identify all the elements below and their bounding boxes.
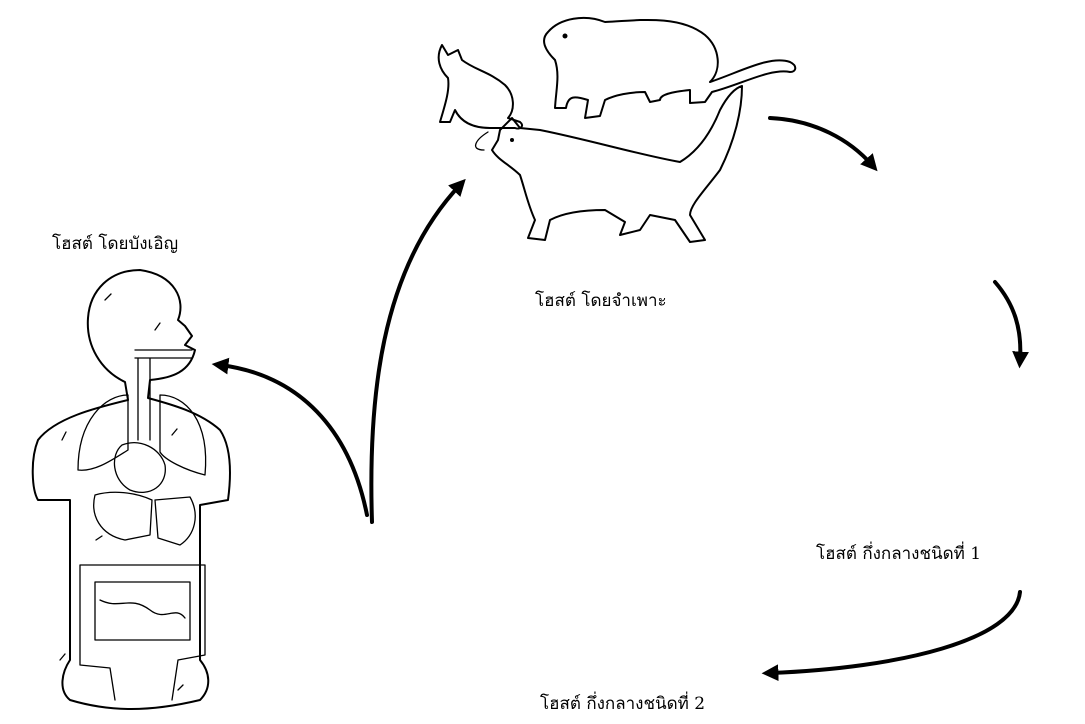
arrow-definitive-to-egg [770,118,872,165]
arrow-egg-to-copepod [995,282,1020,360]
cat-icon [439,45,522,150]
incidental-host-label: โฮสต์ โดยบังเอิญ [52,230,178,257]
cycle-arrows [220,118,1020,673]
tiger-icon [544,18,795,118]
definitive-host-label: โฮสต์ โดยจำเพาะ [535,287,667,314]
first-intermediate-host-label: โฮสต์ กึ่งกลางชนิดที่ 1 [816,540,981,567]
arrow-second-host-to-definitive [371,185,460,522]
dog-icon [492,86,742,242]
arrow-second-host-to-human [220,365,367,515]
second-intermediate-host-label: โฮสต์ กึ่งกลางชนิดที่ 2 [540,690,705,717]
arrow-copepod-to-second-host [770,592,1020,673]
human-anatomy-icon [33,270,230,709]
